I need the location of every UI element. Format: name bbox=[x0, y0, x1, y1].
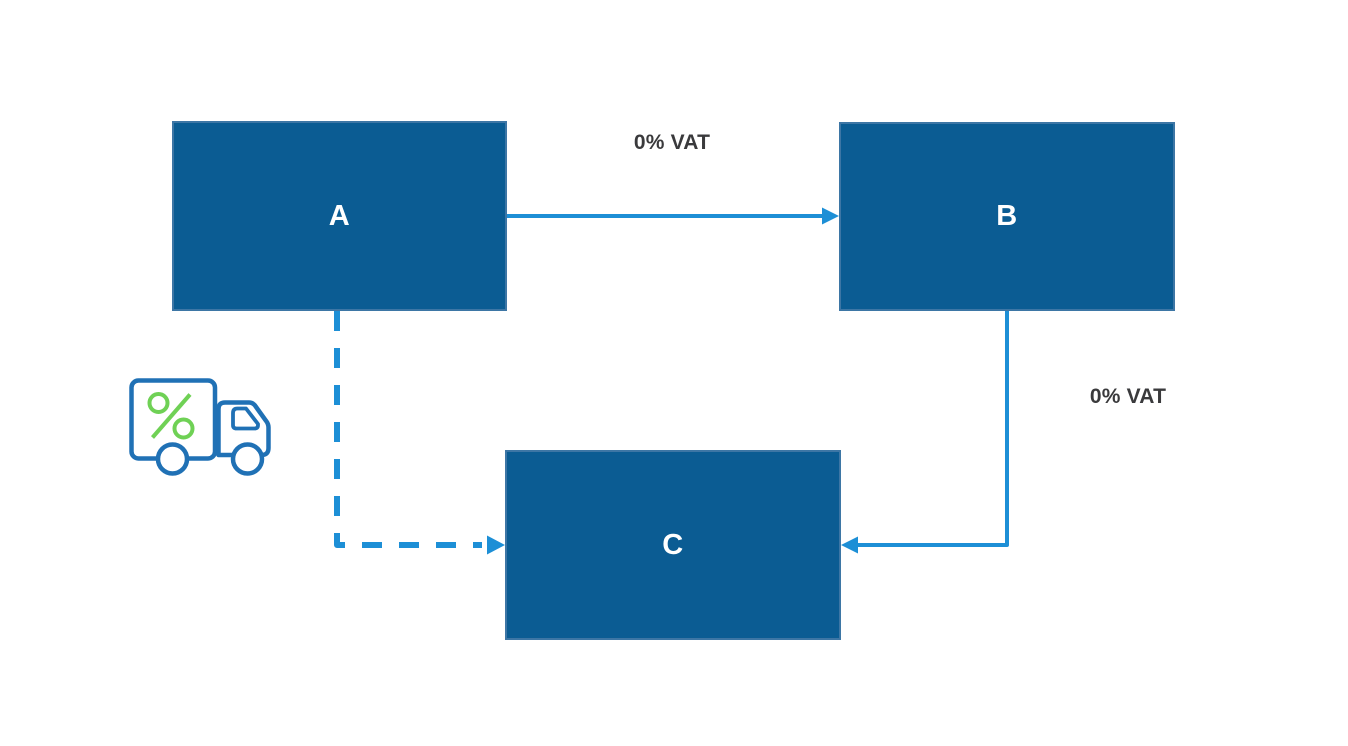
node-a-label: A bbox=[328, 199, 351, 232]
delivery-truck-percent-icon bbox=[129, 378, 271, 476]
truck-cab bbox=[216, 400, 271, 458]
node-c: C bbox=[505, 450, 841, 640]
edge-label-b-to-c: 0% VAT bbox=[1089, 385, 1167, 408]
node-b-label: B bbox=[996, 200, 1018, 232]
node-b: B bbox=[839, 122, 1175, 311]
percent-icon bbox=[147, 392, 195, 440]
truck-window bbox=[231, 406, 260, 431]
truck-wheel-left bbox=[155, 442, 190, 476]
arrow-b-to-c bbox=[841, 311, 1009, 554]
truck-wheel-right bbox=[230, 442, 265, 476]
arrow-a-to-b bbox=[507, 207, 839, 225]
dashed-arrow-a-to-c bbox=[334, 311, 505, 555]
node-c-label: C bbox=[662, 528, 684, 561]
edge-label-a-to-b: 0% VAT bbox=[633, 131, 711, 154]
truck-cargo-box bbox=[129, 378, 218, 461]
node-a: A bbox=[172, 121, 507, 311]
